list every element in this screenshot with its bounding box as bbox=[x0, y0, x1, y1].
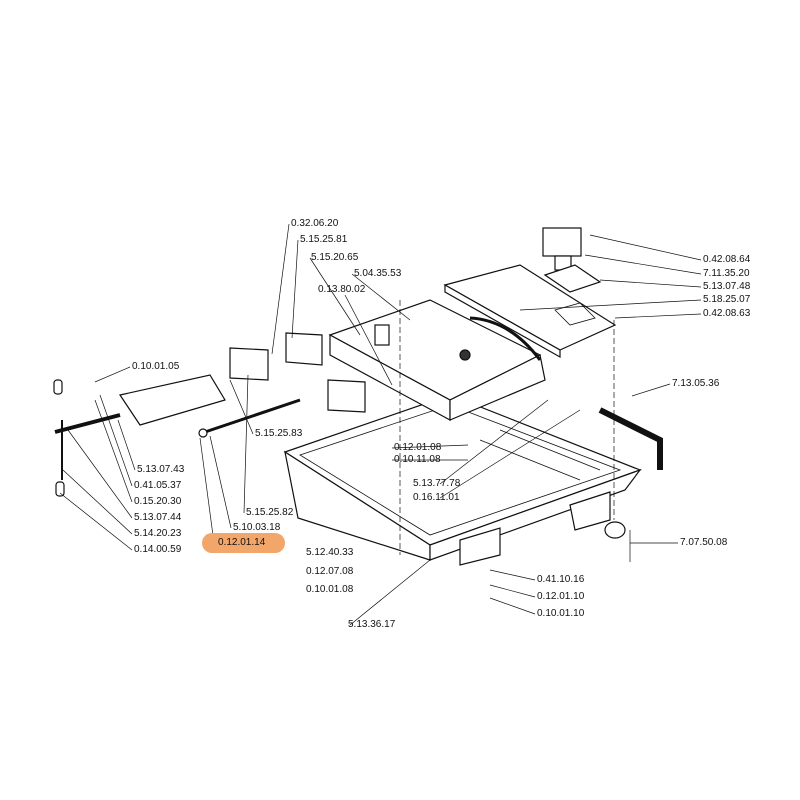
base-tray bbox=[283, 394, 642, 566]
part-label[interactable]: 5.13.07.44 bbox=[134, 512, 182, 523]
part-label[interactable]: 0.15.20.30 bbox=[134, 496, 182, 507]
part-label[interactable]: 5.18.25.07 bbox=[703, 294, 751, 305]
part-label[interactable]: 0.41.05.37 bbox=[134, 480, 182, 491]
part-label[interactable]: 5.15.25.82 bbox=[246, 507, 294, 518]
part-label[interactable]: 7.11.35.20 bbox=[703, 268, 750, 279]
part-label[interactable]: 0.42.08.64 bbox=[703, 254, 751, 265]
main-frame bbox=[328, 299, 546, 422]
top-plate bbox=[443, 264, 617, 359]
part-label[interactable]: 5.15.20.65 bbox=[311, 252, 359, 263]
leader-lines bbox=[59, 223, 702, 626]
part-label[interactable]: 5.10.03.18 bbox=[233, 522, 281, 533]
side-arm bbox=[598, 407, 663, 539]
part-label-highlighted[interactable]: 0.12.01.14 bbox=[218, 537, 266, 548]
part-label[interactable]: 0.42.08.63 bbox=[703, 308, 751, 319]
part-label[interactable]: 0.14.00.59 bbox=[134, 544, 182, 555]
part-label[interactable]: 7.07.50.08 bbox=[680, 537, 728, 548]
part-label[interactable]: 7.13.05.36 bbox=[672, 378, 720, 389]
highlight-badge bbox=[202, 533, 285, 553]
part-label[interactable]: 0.41.10.16 bbox=[537, 574, 585, 585]
part-label[interactable]: 0.10.01.08 bbox=[306, 584, 354, 595]
part-label[interactable]: 5.14.20.23 bbox=[134, 528, 182, 539]
part-label[interactable]: 0.12.01.10 bbox=[537, 591, 585, 602]
handle-housing bbox=[53, 374, 226, 497]
part-label[interactable]: 0.10.01.10 bbox=[537, 608, 585, 619]
part-label[interactable]: 0.12.07.08 bbox=[306, 566, 354, 577]
part-label[interactable]: 0.10.01.05 bbox=[132, 361, 180, 372]
part-label[interactable]: 0.13.80.02 bbox=[318, 284, 366, 295]
part-label[interactable]: 0.10.11.08 bbox=[394, 454, 441, 465]
part-label[interactable]: 5.04.35.53 bbox=[354, 268, 402, 279]
vise-jaws bbox=[198, 332, 366, 438]
motor-unit bbox=[542, 227, 602, 293]
part-label[interactable]: 5.12.40.33 bbox=[306, 547, 354, 558]
part-label[interactable]: 0.12.01.08 bbox=[394, 442, 442, 453]
part-label[interactable]: 5.15.25.83 bbox=[255, 428, 303, 439]
part-label[interactable]: 5.13.36.17 bbox=[348, 619, 396, 630]
part-label[interactable]: 5.13.77.78 bbox=[413, 478, 461, 489]
part-label[interactable]: 5.13.07.48 bbox=[703, 281, 751, 292]
part-label[interactable]: 0.16.11.01 bbox=[413, 492, 460, 503]
part-label[interactable]: 5.15.25.81 bbox=[300, 234, 348, 245]
part-label[interactable]: 5.13.07.43 bbox=[137, 464, 185, 475]
part-label[interactable]: 0.32.06.20 bbox=[291, 218, 339, 229]
